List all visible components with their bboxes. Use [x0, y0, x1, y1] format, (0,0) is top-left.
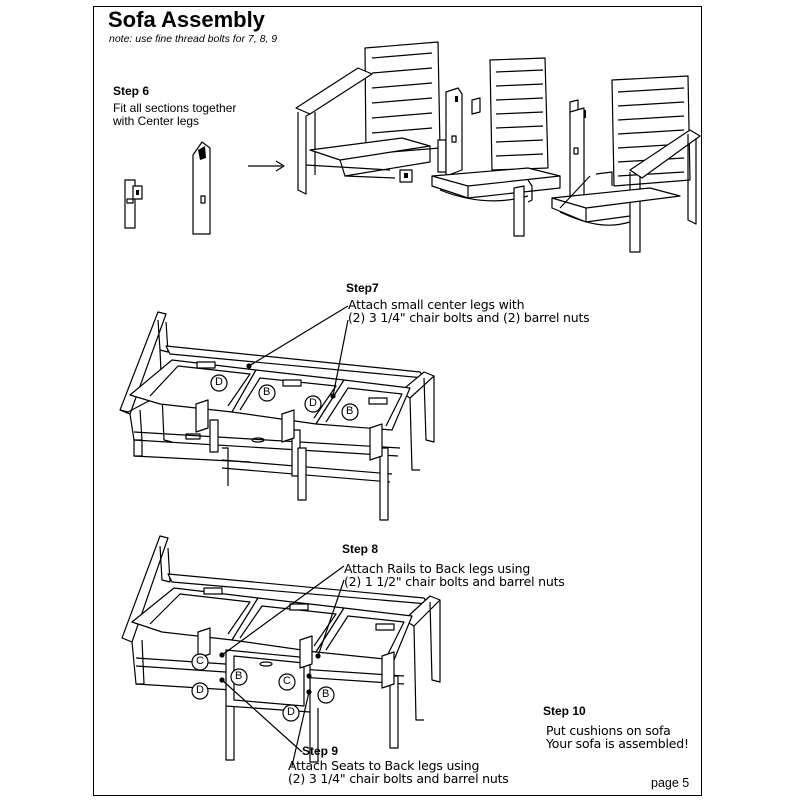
step9-heading: Step 9: [302, 744, 339, 758]
part-label-b: B: [235, 670, 243, 682]
sofa-step8-illustration: [122, 536, 440, 766]
step7-line-2: (2) 3 1/4" chair bolts and (2) barrel nu…: [348, 310, 590, 325]
step9-line-1: Attach Seats to Back legs using: [288, 758, 480, 773]
part-label-c: C: [196, 655, 204, 667]
step6-line-2: with Center legs: [113, 114, 200, 128]
sofa-step7-illustration: [120, 306, 434, 520]
arrow-right-icon: [248, 161, 284, 171]
step10-line-2: Your sofa is assembled!: [546, 736, 689, 751]
step9-line-2: (2) 3 1/4" chair bolts and barrel nuts: [288, 771, 509, 786]
center-leg-upright-left: [446, 88, 462, 176]
step6-heading: Step 6: [113, 84, 150, 98]
step8-heading: Step 8: [342, 542, 379, 556]
page-number: page 5: [651, 776, 690, 790]
part-label-d: D: [196, 684, 204, 696]
chair-section-left: [296, 42, 446, 194]
step10-line-1: Put cushions on sofa: [546, 723, 671, 738]
center-leg-upright-right: [570, 108, 584, 200]
step6-line-1: Fit all sections together: [113, 101, 237, 115]
part-label-d: D: [287, 706, 295, 718]
chair-section-center: [432, 58, 586, 236]
page-title: Sofa Assembly: [108, 7, 265, 32]
center-leg-tall-illustration: [193, 142, 210, 234]
part-label-d: D: [215, 376, 223, 388]
part-label-b: B: [263, 386, 271, 398]
step7-heading: Step7: [346, 281, 379, 295]
step7-line-1: Attach small center legs with: [348, 297, 525, 312]
step10-heading: Step 10: [543, 704, 586, 718]
page-border: [93, 6, 702, 796]
chair-section-right: [552, 76, 700, 252]
step8-line-2: (2) 1 1/2" chair bolts and barrel nuts: [344, 574, 565, 589]
part-label-b: B: [346, 405, 354, 417]
part-label-d: D: [309, 397, 317, 409]
part-label-b: B: [322, 688, 330, 700]
center-leg-small-illustration: [125, 180, 142, 228]
page-note: note: use fine thread bolts for 7, 8, 9: [109, 33, 278, 45]
part-label-c: C: [283, 675, 291, 687]
step8-line-1: Attach Rails to Back legs using: [344, 561, 531, 576]
